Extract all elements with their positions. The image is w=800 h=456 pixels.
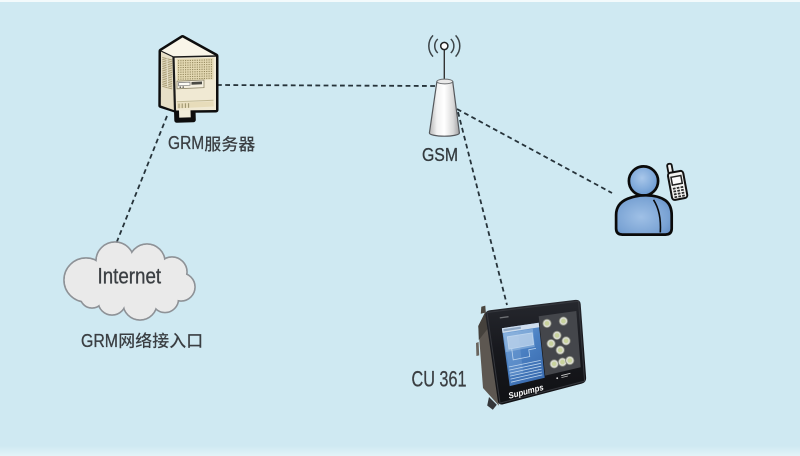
svg-text:CU 361: CU 361 <box>412 366 467 391</box>
svg-text:GSM: GSM <box>422 144 458 165</box>
svg-text:GRM: GRM <box>168 133 204 153</box>
svg-text:Internet: Internet <box>98 264 162 289</box>
svg-text:GRM: GRM <box>81 331 118 351</box>
